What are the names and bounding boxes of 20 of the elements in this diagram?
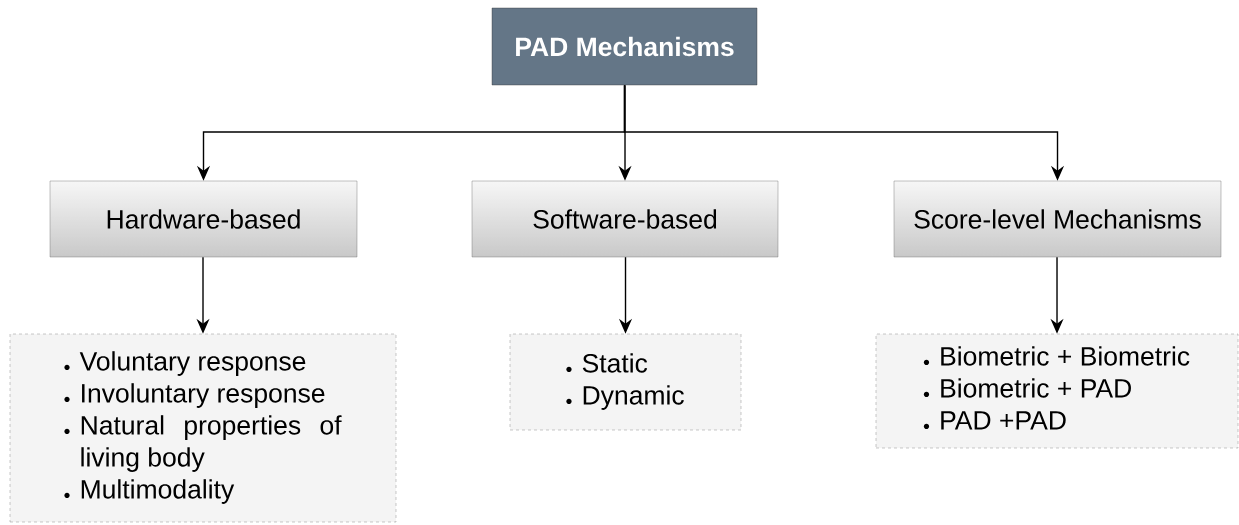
category-box bbox=[893, 180, 1222, 258]
box-label: Score-level Mechanisms bbox=[914, 209, 1201, 229]
list-item: PAD +PAD bbox=[941, 411, 1066, 430]
list-item: Multimodality bbox=[81, 479, 235, 504]
bullet-list-box bbox=[9, 333, 397, 523]
list-item: Biometric + PAD bbox=[941, 378, 1131, 398]
box-label: PAD Mechanisms bbox=[516, 36, 734, 57]
bullet-list-box bbox=[509, 333, 742, 431]
category-box bbox=[49, 180, 358, 258]
list-item: Dynamic bbox=[583, 385, 684, 410]
list-item: Involuntary response bbox=[82, 383, 325, 408]
list-item: Static bbox=[582, 353, 648, 373]
list-item: Biometric + Biometric bbox=[941, 346, 1190, 366]
box-label: Hardware-based bbox=[107, 209, 300, 229]
box-label: Software-based bbox=[533, 209, 717, 229]
title-box bbox=[491, 7, 758, 86]
category-box bbox=[471, 180, 779, 258]
list-item: Natural properties of living body bbox=[81, 415, 342, 472]
bullet-list-box bbox=[875, 333, 1239, 449]
list-item: Voluntary response bbox=[79, 351, 306, 376]
